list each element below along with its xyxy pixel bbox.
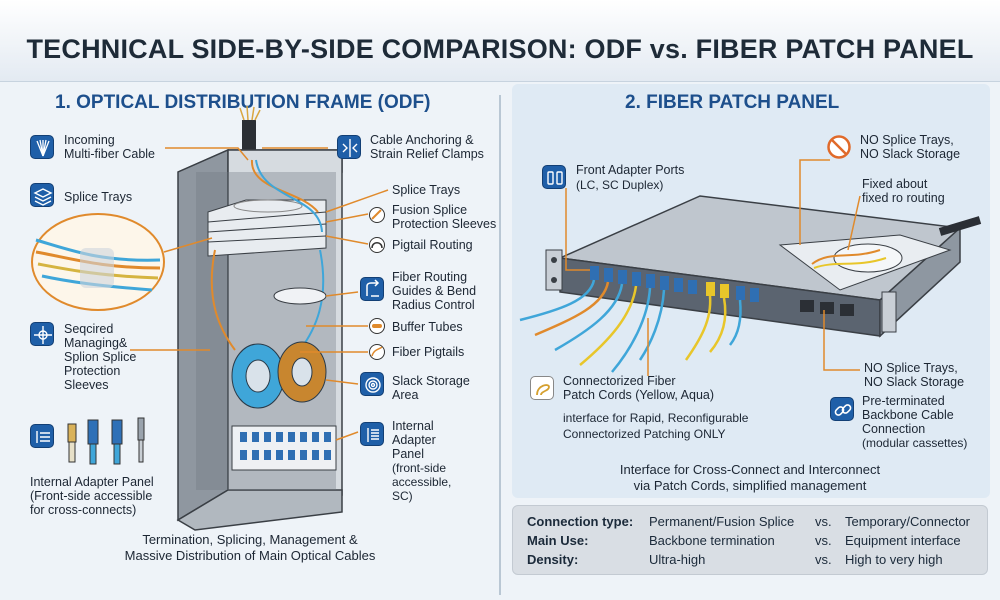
clamp-icon	[337, 135, 361, 159]
fpp-value: Equipment interface	[845, 533, 961, 548]
routing-guide-icon	[360, 277, 384, 301]
table-row: Main Use: Backbone termination vs. Equip…	[527, 533, 977, 551]
comparison-table: Connection type: Permanent/Fusion Splice…	[512, 505, 988, 575]
link-icon	[830, 397, 854, 421]
vs-label: vs.	[815, 552, 832, 567]
callout-front-ports: Front Adapter Ports	[576, 163, 685, 177]
slack-coil-icon	[360, 372, 384, 396]
callout-fiber-routing: Fiber Routing Guides & Bend Radius Contr…	[392, 270, 477, 312]
fiber-bundle-icon	[30, 135, 54, 159]
odf-cabinet	[176, 105, 343, 531]
patch-cord-icon	[530, 376, 554, 400]
callout-internal-adapter-sub: (front-side accessible, SC)	[392, 461, 452, 503]
pigtail-routing-icon	[369, 237, 385, 253]
callout-fusion-sleeves: Fusion Splice Protection Sleeves	[392, 203, 497, 231]
callout-pigtail-routing: Pigtail Routing	[392, 238, 473, 252]
callout-internal-adapter-right: Internal Adapter Panel	[392, 419, 436, 461]
fpp-footer: Interface for Cross-Connect and Intercon…	[619, 462, 881, 493]
callout-preterminated: Pre-terminated Backbone Cable Connection	[862, 394, 954, 436]
callout-no-splice-bottom: NO Splice Trays, NO Slack Storage	[864, 361, 965, 389]
callout-managing-sleeves: Seqcired Managing& Splion Splice Protect…	[64, 322, 137, 392]
odf-value: Ultra-high	[649, 552, 706, 567]
patch-panel-unit	[519, 195, 982, 373]
fpp-value: High to very high	[845, 552, 943, 567]
callout-internal-adapter-left: Internal Adapter Panel (Front-side acces…	[30, 475, 154, 517]
callout-preterminated-sub: (modular cassettes)	[862, 436, 968, 450]
callout-patch-cords: Connectorized Fiber Patch Cords (Yellow,…	[563, 374, 715, 402]
page-title: TECHNICAL SIDE-BY-SIDE COMPARISON: ODF v…	[26, 34, 974, 64]
buffer-tube-icon	[369, 318, 385, 334]
section-divider	[499, 95, 501, 595]
table-row: Connection type: Permanent/Fusion Splice…	[527, 514, 977, 532]
vs-label: vs.	[815, 533, 832, 548]
fpp-heading: 2. FIBER PATCH PANEL	[625, 92, 840, 113]
row-label: Density:	[527, 552, 579, 567]
splice-zoom-circle	[31, 213, 213, 311]
title-bar: TECHNICAL SIDE-BY-SIDE COMPARISON: ODF v…	[0, 0, 1000, 82]
managing-icon	[30, 322, 54, 346]
adapter-panel-icon	[30, 424, 54, 448]
odf-footer: Termination, Splicing, Management & Mass…	[124, 532, 376, 563]
row-label: Main Use:	[527, 533, 589, 548]
row-label: Connection type:	[527, 514, 634, 529]
fpp-value: Temporary/Connector	[845, 514, 970, 529]
adapter-grid-icon	[360, 422, 384, 446]
callout-slack-storage: Slack Storage Area	[392, 374, 470, 402]
callout-patch-cords-sub: interface for Rapid, Reconfigurable Conn…	[563, 411, 749, 441]
callout-fiber-pigtails: Fiber Pigtails	[392, 345, 465, 359]
fusion-sleeve-icon	[369, 207, 385, 223]
callout-buffer-tubes: Buffer Tubes	[392, 320, 463, 334]
callout-fixed-routing: Fixed about fixed ro routing	[862, 177, 945, 205]
callout-splice-trays-right: Splice Trays	[392, 183, 461, 197]
no-sign-icon	[827, 135, 851, 159]
fiber-pigtail-icon	[369, 344, 385, 360]
odf-value: Backbone termination	[649, 533, 775, 548]
duplex-port-icon	[542, 165, 566, 189]
splice-tray-icon	[30, 183, 54, 207]
callout-cable-anchoring: Cable Anchoring & Strain Relief Clamps	[370, 133, 484, 161]
odf-leaders	[130, 147, 389, 441]
odf-value: Permanent/Fusion Splice	[649, 514, 795, 529]
odf-heading: 1. OPTICAL DISTRIBUTION FRAME (ODF)	[55, 92, 431, 113]
callout-front-ports-sub: (LC, SC Duplex)	[576, 178, 664, 192]
vs-label: vs.	[815, 514, 832, 529]
callout-no-splice-top: NO Splice Trays, NO Slack Storage	[860, 133, 961, 161]
connector-illustrations	[67, 417, 145, 465]
callout-splice-trays-left: Splice Trays	[64, 190, 133, 204]
callout-incoming-cable: Incoming Multi-fiber Cable	[64, 133, 156, 161]
table-row: Density: Ultra-high vs. High to very hig…	[527, 552, 977, 570]
fpp-leaders	[565, 159, 861, 376]
